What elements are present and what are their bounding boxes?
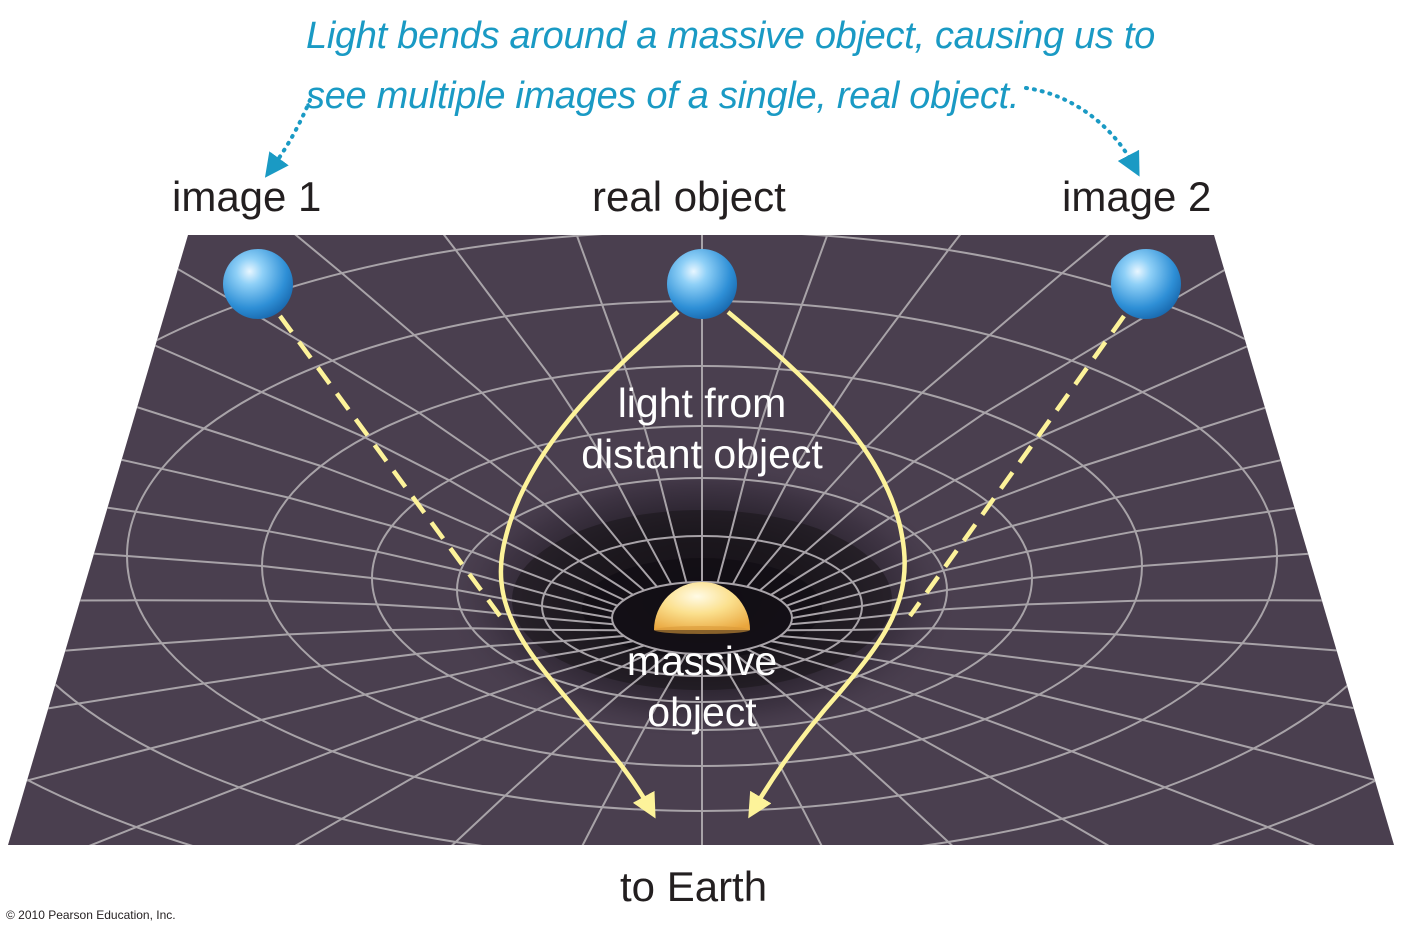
massive-label-line-1: massive bbox=[626, 638, 778, 684]
grid-spoke bbox=[779, 635, 1394, 752]
grid-spoke bbox=[731, 235, 1062, 585]
grid-spoke bbox=[8, 640, 634, 817]
image-2-label: image 2 bbox=[1062, 173, 1212, 220]
grid-spoke bbox=[518, 235, 688, 583]
grid-spoke bbox=[26, 644, 645, 845]
copyright: © 2010 Pearson Education, Inc. bbox=[6, 908, 176, 922]
grid-spoke bbox=[716, 653, 886, 845]
image-2-sphere bbox=[1111, 249, 1181, 319]
grid-spoke bbox=[759, 644, 1378, 845]
grid-spoke bbox=[770, 640, 1394, 817]
spacetime-grid-spokes bbox=[8, 235, 1394, 845]
light-path-left bbox=[498, 310, 680, 819]
grid-spoke bbox=[779, 300, 1394, 601]
real-object-label: real object bbox=[592, 173, 786, 220]
grid-spoke bbox=[786, 371, 1394, 607]
grid-spoke bbox=[746, 648, 1228, 845]
grid-spoke bbox=[8, 635, 625, 752]
grid-spoke bbox=[518, 653, 688, 845]
light-label: light from distant object bbox=[552, 378, 852, 480]
caption-line-1: Light bends around a massive object, cau… bbox=[306, 15, 1155, 57]
massive-object-label: massive object bbox=[582, 636, 822, 738]
grid-spoke bbox=[176, 235, 658, 588]
to-earth-label: to Earth bbox=[620, 863, 768, 910]
caption-arrow-left bbox=[264, 98, 312, 178]
grid-spoke bbox=[790, 446, 1394, 613]
grid-spoke bbox=[176, 648, 658, 845]
light-label-line-2: distant object bbox=[581, 431, 823, 477]
grid-spoke bbox=[8, 371, 618, 607]
caption-line-2: see multiple images of a single, real ob… bbox=[306, 75, 1020, 117]
image-1-label: image 1 bbox=[172, 173, 322, 220]
grid-spoke bbox=[8, 525, 613, 619]
grid-spoke bbox=[342, 651, 672, 845]
grid-spoke bbox=[791, 525, 1394, 619]
grid-spoke bbox=[342, 235, 673, 585]
grid-spoke bbox=[716, 235, 886, 583]
grid-spoke bbox=[8, 446, 614, 613]
caption-arrow-right bbox=[1024, 86, 1140, 177]
real-object-sphere bbox=[667, 249, 737, 319]
grid-spoke bbox=[8, 300, 625, 601]
apparent-path-right bbox=[908, 314, 1126, 618]
light-path-right bbox=[726, 310, 907, 819]
grid-spoke bbox=[786, 627, 1394, 681]
light-label-line-1: light from bbox=[617, 380, 787, 426]
grid-spoke bbox=[8, 599, 614, 626]
grid-spoke bbox=[746, 235, 1228, 588]
grid-spoke bbox=[790, 599, 1394, 626]
caption: Light bends around a massive object, cau… bbox=[306, 6, 1206, 126]
grid-spoke bbox=[732, 651, 1062, 845]
massive-object bbox=[654, 582, 750, 630]
grid-spoke bbox=[8, 627, 618, 681]
image-1-sphere bbox=[223, 249, 293, 319]
massive-label-line-2: object bbox=[647, 689, 757, 735]
